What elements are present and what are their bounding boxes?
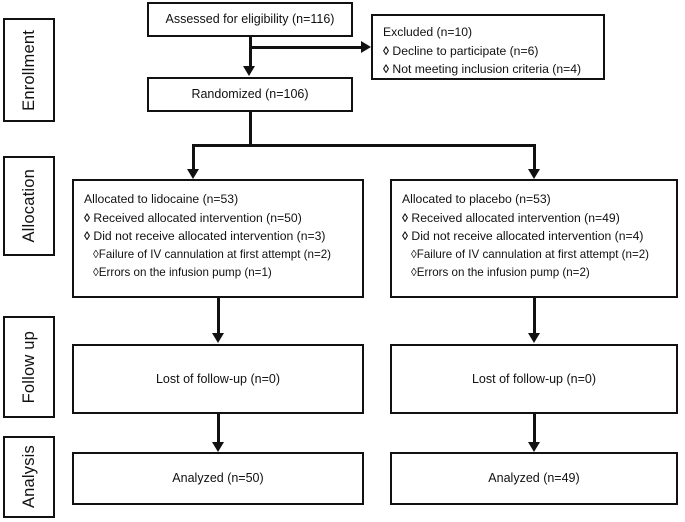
node-allocated-placebo-subitem: ◊Errors on the infusion pump (n=2): [402, 264, 676, 282]
connector-right-followup-to-analysis: [533, 414, 536, 443]
node-analyzed-left-text: Analyzed (n=50): [172, 471, 264, 485]
diamond-bullet-icon: ◊: [402, 229, 409, 244]
arrow-left-followup-to-analysis: [211, 442, 224, 452]
node-allocated-lidocaine-subitem-text: Errors on the infusion pump (n=1): [98, 265, 272, 279]
arrow-left-allocation-to-followup: [211, 333, 224, 343]
node-excluded-item-text: Not meeting inclusion criteria (n=4): [392, 62, 582, 77]
connector-assessed-to-excluded: [249, 46, 361, 49]
node-analyzed-right: Analyzed (n=49): [390, 452, 678, 505]
diamond-bullet-small-icon: ◊: [411, 247, 417, 261]
diamond-bullet-icon: ◊: [84, 210, 91, 225]
node-analyzed-left: Analyzed (n=50): [72, 452, 364, 505]
arrow-assessed-to-randomized: [243, 66, 255, 76]
node-randomized-text: Randomized (n=106): [191, 87, 309, 101]
stage-label-analysis: Analysis: [3, 436, 55, 518]
arrow-split-to-right-allocation: [527, 169, 540, 179]
arrow-right-allocation-to-followup: [527, 333, 540, 343]
node-allocated-placebo-subitem-text: Failure of IV cannulation at first attem…: [416, 247, 650, 261]
diamond-bullet-small-icon: ◊: [93, 265, 99, 279]
node-assessed-for-eligibility-text: Assessed for eligibility (n=116): [165, 12, 335, 26]
diamond-bullet-small-icon: ◊: [93, 247, 99, 261]
node-allocated-lidocaine-subitem-text: Failure of IV cannulation at first attem…: [98, 247, 332, 261]
node-allocated-placebo-subitem: ◊Failure of IV cannulation at first atte…: [402, 246, 676, 264]
node-excluded: Excluded (n=10) ◊ Decline to participate…: [371, 14, 605, 80]
stage-label-followup: Follow up: [3, 316, 55, 418]
node-allocated-lidocaine-item-text: Did not receive allocated intervention (…: [93, 229, 326, 244]
node-followup-right: Lost of follow-up (n=0): [390, 344, 678, 414]
node-excluded-item: ◊ Not meeting inclusion criteria (n=4): [383, 60, 603, 79]
node-excluded-item: ◊ Decline to participate (n=6): [383, 42, 603, 61]
stage-label-followup-text: Follow up: [19, 330, 38, 404]
connector-allocation-splitter: [192, 144, 536, 147]
stage-label-analysis-text: Analysis: [19, 445, 38, 509]
node-allocated-placebo-item: ◊ Received allocated intervention (n=49): [402, 209, 676, 228]
node-excluded-item-text: Decline to participate (n=6): [392, 43, 539, 58]
node-randomized: Randomized (n=106): [147, 77, 353, 112]
connector-split-to-left-allocation: [192, 144, 195, 170]
diamond-bullet-small-icon: ◊: [411, 265, 417, 279]
node-allocated-placebo-item-text: Did not receive allocated intervention (…: [411, 229, 644, 244]
stage-label-allocation-text: Allocation: [19, 169, 38, 243]
diamond-bullet-icon: ◊: [383, 43, 390, 58]
node-allocated-placebo-title: Allocated to placebo (n=53): [402, 192, 551, 206]
node-followup-left-text: Lost of follow-up (n=0): [155, 371, 281, 386]
diamond-bullet-icon: ◊: [383, 62, 390, 77]
node-followup-left: Lost of follow-up (n=0): [72, 344, 364, 414]
connector-right-allocation-to-followup: [533, 298, 536, 334]
node-analyzed-right-text: Analyzed (n=49): [488, 471, 580, 485]
connector-assessed-to-randomized: [249, 37, 252, 66]
node-assessed-for-eligibility: Assessed for eligibility (n=116): [147, 2, 353, 37]
node-allocated-lidocaine-subitem: ◊Errors on the infusion pump (n=1): [84, 264, 362, 282]
stage-label-enrollment-text: Enrollment: [19, 29, 38, 111]
connector-left-allocation-to-followup: [217, 298, 220, 334]
node-allocated-lidocaine-item: ◊ Did not receive allocated intervention…: [84, 227, 362, 246]
node-allocated-placebo-subitem-text: Errors on the infusion pump (n=2): [416, 265, 590, 279]
node-allocated-lidocaine-title: Allocated to lidocaine (n=53): [84, 192, 239, 206]
stage-label-enrollment: Enrollment: [3, 18, 55, 122]
node-allocated-placebo-item: ◊ Did not receive allocated intervention…: [402, 227, 676, 246]
node-excluded-title: Excluded (n=10): [383, 25, 473, 39]
diamond-bullet-icon: ◊: [402, 210, 409, 225]
diamond-bullet-icon: ◊: [84, 229, 91, 244]
connector-randomized-stem: [249, 112, 252, 146]
connector-left-followup-to-analysis: [217, 414, 220, 443]
arrow-right-followup-to-analysis: [527, 442, 540, 452]
node-allocated-lidocaine-item-text: Received allocated intervention (n=50): [93, 210, 302, 225]
node-allocated-placebo-item-text: Received allocated intervention (n=49): [411, 210, 620, 225]
arrow-split-to-left-allocation: [186, 169, 199, 179]
node-allocated-lidocaine-subitem: ◊Failure of IV cannulation at first atte…: [84, 246, 362, 264]
node-allocated-lidocaine-item: ◊ Received allocated intervention (n=50): [84, 209, 362, 228]
connector-split-to-right-allocation: [533, 144, 536, 170]
node-allocated-lidocaine: Allocated to lidocaine (n=53) ◊ Received…: [72, 179, 364, 298]
node-allocated-placebo: Allocated to placebo (n=53) ◊ Received a…: [390, 179, 678, 298]
arrow-assessed-to-excluded: [361, 41, 371, 53]
node-followup-right-text: Lost of follow-up (n=0): [471, 371, 597, 386]
stage-label-allocation: Allocation: [3, 156, 55, 256]
